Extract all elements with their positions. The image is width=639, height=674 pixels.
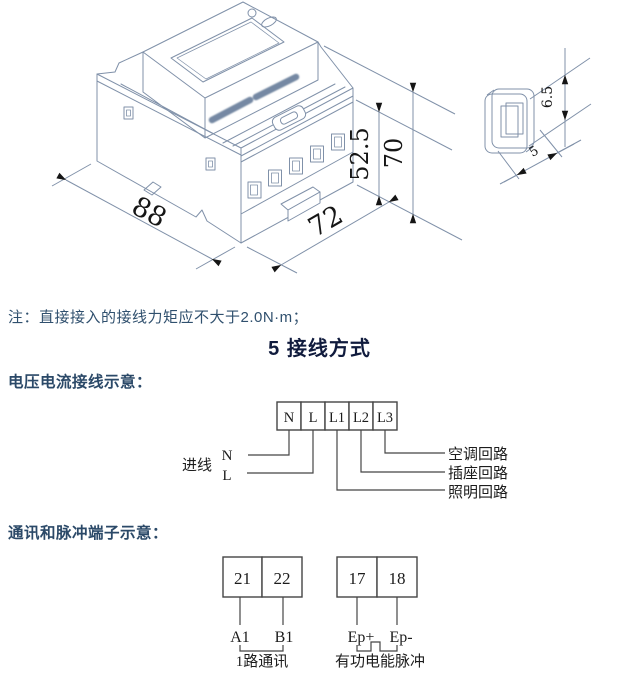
comm-group-label: 1路通讯 [236,653,289,670]
dim-525-extension [355,99,453,151]
terminal-box-l3 [372,401,398,431]
terminal-label-18: 18 [389,569,406,588]
torque-note: 注：直接接入的接线力矩应不大于2.0N·m； [8,309,309,326]
voltage-wiring-subheading: 电压电流接线示意： [8,374,153,391]
dim-72-line [271,194,399,273]
dim-total-height-value: 70 [380,138,408,169]
terminal-label-n: N [284,410,295,426]
clip-outer-back [491,88,535,149]
comm-terminal-boxes [222,556,418,598]
terminal-box-22 [261,556,303,598]
pin-label-ep-plus: Ep+ [348,629,375,646]
clip-detail-drawing [484,48,592,185]
terminal-label-21: 21 [234,569,251,588]
brand-logo-blurred [208,73,300,124]
inlet-line-l-label: L [222,468,231,484]
lcd-display-inner [176,21,280,80]
dim-clip-thickness-value: 5 [527,143,542,160]
voltage-wiring-diagram [247,401,445,491]
clip-depth-connectors [486,89,534,153]
dim-88-line [56,172,222,267]
circuit-label-light: 照明回路 [448,484,508,501]
clip-hole-back [505,102,524,135]
terminal-box-l [300,401,326,431]
comm-pulse-diagram [222,556,418,652]
terminal-box-18 [376,556,418,598]
dim-body-height-value: 52.5 [346,127,374,180]
clip-outer-front [484,93,528,154]
pulse-bracket-waveform [356,641,398,652]
terminal-windows-outer [247,133,345,199]
comm-bracket [239,645,284,652]
seal-screw [247,8,257,18]
pin-label-a1: A1 [230,629,250,646]
terminal-label-17: 17 [349,569,367,588]
clip-hole-front [500,105,519,138]
terminal-label-l2: L2 [353,410,369,426]
voltage-terminal-boxes [276,401,398,431]
pin-label-b1: B1 [275,629,294,646]
terminal-label-l3: L3 [377,410,393,426]
terminal-box-21 [222,556,263,598]
left-face-vents [123,106,216,171]
dimension-lines [51,45,463,274]
left-face-vents-inner [126,109,213,168]
terminal-box-17 [336,556,378,598]
terminal-label-l1: L1 [329,410,345,426]
lcd-display-outline [170,17,285,83]
inlet-line-n-label: N [222,448,233,464]
inlet-label: 进线 [182,457,212,474]
dim-70-extension [323,45,456,115]
circuit-label-ac: 空调回路 [448,446,508,463]
voltage-wiring-lines [247,430,445,491]
terminal-windows-inner [250,136,342,196]
dim-5-arrow-right [547,143,575,161]
terminal-box-l2 [348,401,374,431]
comm-wiring-lines [239,597,398,625]
dim-65-extensions [528,57,592,147]
section-heading: 5 接线方式 [268,338,371,360]
circuit-label-socket: 插座回路 [448,465,508,482]
dim-clip-height-value: 6.5 [540,86,556,108]
terminal-label-22: 22 [274,569,291,588]
terminal-label-l: L [309,410,318,426]
cover-latch [271,105,307,131]
button-slot [261,16,277,28]
pulse-group-label: 有功电能脉冲 [335,653,425,670]
dim-5-arrow-left [499,167,527,185]
comm-wiring-subheading: 通讯和脉冲端子示意： [8,525,169,542]
pin-label-ep-minus: Ep- [389,629,412,646]
terminal-box-l1 [324,401,350,431]
